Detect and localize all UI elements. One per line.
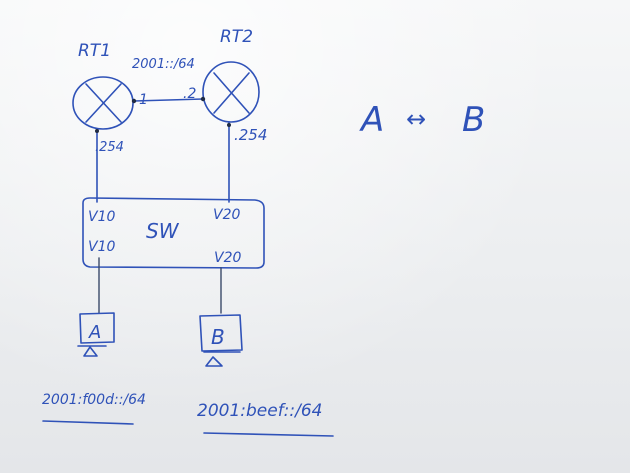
rt1-lan-port: .254 bbox=[95, 140, 124, 155]
host-a-label: A bbox=[88, 322, 101, 343]
router-rt2: RT2 .2 .254 bbox=[183, 27, 267, 144]
switch-port-top-left: V10 bbox=[88, 209, 115, 225]
router-rt1-label: RT1 bbox=[78, 41, 111, 61]
router-rt2-label: RT2 bbox=[220, 27, 253, 47]
goal-arrow: ↔ bbox=[406, 105, 426, 133]
goal-from: A bbox=[359, 100, 384, 140]
host-a-prefix: 2001:f00d::/64 bbox=[42, 392, 146, 408]
host-a: A 2001:f00d::/64 bbox=[42, 312, 146, 425]
host-b-prefix: 2001:beef::/64 bbox=[197, 401, 323, 421]
host-b: B 2001:beef::/64 bbox=[197, 314, 334, 437]
host-b-prefix-underline bbox=[203, 432, 334, 437]
rt2-lan-port: .254 bbox=[234, 126, 267, 144]
switch-port-bottom-left: V10 bbox=[88, 239, 115, 255]
link-prefix: 2001::/64 bbox=[132, 57, 195, 72]
goal-annotation: A ↔ B bbox=[359, 100, 485, 140]
switch-label: SW bbox=[146, 219, 180, 243]
switch-port-top-right: V20 bbox=[213, 207, 240, 223]
goal-to: B bbox=[462, 100, 485, 140]
host-b-label: B bbox=[211, 325, 225, 349]
rt2-link-port: .2 bbox=[183, 86, 196, 102]
router-link: 2001::/64 bbox=[131, 57, 206, 104]
host-a-prefix-underline bbox=[42, 420, 134, 425]
switch-sw: SW V10 V20 V10 V20 bbox=[82, 197, 265, 269]
switch-port-bottom-right: V20 bbox=[214, 250, 241, 266]
